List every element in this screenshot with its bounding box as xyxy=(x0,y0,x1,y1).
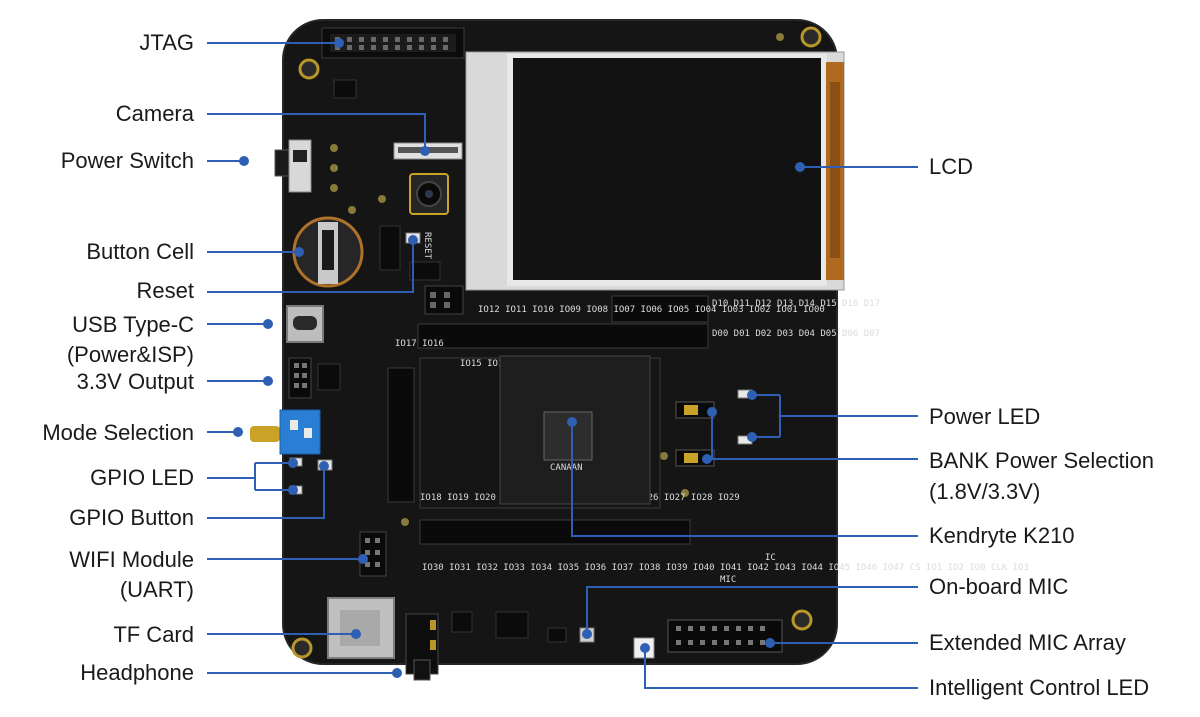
label-usb-type-c-sub: (Power&ISP) xyxy=(66,342,194,367)
headphone-jack xyxy=(405,613,439,681)
label-mode-selection: Mode Selection xyxy=(42,420,194,445)
leader-onboard-mic xyxy=(586,586,918,634)
right-header-silk-1: D10 D11 D12 D13 D14 D15 D16 D17 xyxy=(712,299,880,309)
top-header-silk-2: IO17 IO16 xyxy=(395,339,444,349)
mic-silkscreen: MIC xyxy=(720,575,736,585)
chip-silkscreen: CANAAN xyxy=(550,463,583,473)
leader-bank-power xyxy=(707,412,918,460)
label-3v3-output: 3.3V Output xyxy=(76,369,194,394)
label-wifi-module-sub: (UART) xyxy=(119,577,194,602)
label-mic-array: Extended MIC Array xyxy=(929,630,1126,655)
label-power-switch: Power Switch xyxy=(60,148,194,173)
label-k210: Kendryte K210 xyxy=(929,523,1075,548)
output-3v3-header xyxy=(288,357,341,399)
mic-array-header xyxy=(667,619,783,653)
label-tf-card: TF Card xyxy=(113,622,194,647)
label-gpio-led: GPIO LED xyxy=(90,465,194,490)
lcd-display xyxy=(465,51,845,291)
leader-camera xyxy=(207,113,426,151)
label-camera: Camera xyxy=(115,101,194,126)
label-reset: Reset xyxy=(136,278,194,303)
label-headphone: Headphone xyxy=(80,660,194,685)
label-bank-power: BANK Power Selection xyxy=(929,448,1154,473)
reset-silkscreen: RESET xyxy=(422,232,432,260)
label-button-cell: Button Cell xyxy=(86,239,194,264)
top-header-silk-1: IO12 IO11 IO10 IO09 IO08 IO07 IO06 IO05 … xyxy=(478,305,825,315)
usb-type-c-port xyxy=(286,305,324,343)
label-onboard-mic: On-board MIC xyxy=(929,574,1069,599)
misc-chips-bottom xyxy=(451,611,567,643)
leader-gpio-button xyxy=(207,466,325,519)
bottom-header-silk: IO30 IO31 IO32 IO33 IO34 IO35 IO36 IO37 … xyxy=(422,563,1029,573)
label-jtag: JTAG xyxy=(139,30,194,55)
pcb-board: RESET xyxy=(250,19,1029,681)
jumper-block-top xyxy=(424,285,464,315)
tf-card-slot xyxy=(327,597,395,659)
leader-reset xyxy=(207,240,414,293)
leader-gpio-led xyxy=(207,462,293,491)
top-pin-header xyxy=(417,295,709,349)
leader-power-led xyxy=(752,394,918,438)
leader-lines xyxy=(207,42,918,689)
leader-k210 xyxy=(571,422,918,537)
power-switch-part xyxy=(274,139,338,193)
label-gpio-button: GPIO Button xyxy=(69,505,194,530)
label-lcd: LCD xyxy=(929,154,974,179)
left-header-silk-1: IO15 IO14 IO13 xyxy=(460,359,536,369)
bottom-pin-header xyxy=(419,519,691,545)
label-usb-type-c: USB Type-C xyxy=(72,312,194,337)
k210-chip-area: CANAAN xyxy=(419,355,661,509)
leader-dots xyxy=(233,38,805,678)
wifi-module-header xyxy=(359,531,387,577)
label-wifi-module: WIFI Module xyxy=(69,547,194,572)
label-control-led: Intelligent Control LED xyxy=(929,675,1150,700)
label-power-led: Power LED xyxy=(929,404,1041,429)
right-header-silk-2: D00 D01 D02 D03 D04 D05 D06 D07 xyxy=(712,329,880,339)
label-bank-power-sub: (1.8V/3.3V) xyxy=(929,479,1041,504)
leader-control-led xyxy=(644,648,918,689)
left-pin-header xyxy=(387,367,415,503)
mode-selection-switch xyxy=(250,409,321,455)
ic-silkscreen: IC xyxy=(765,553,776,563)
button-cell-holder xyxy=(292,216,364,288)
